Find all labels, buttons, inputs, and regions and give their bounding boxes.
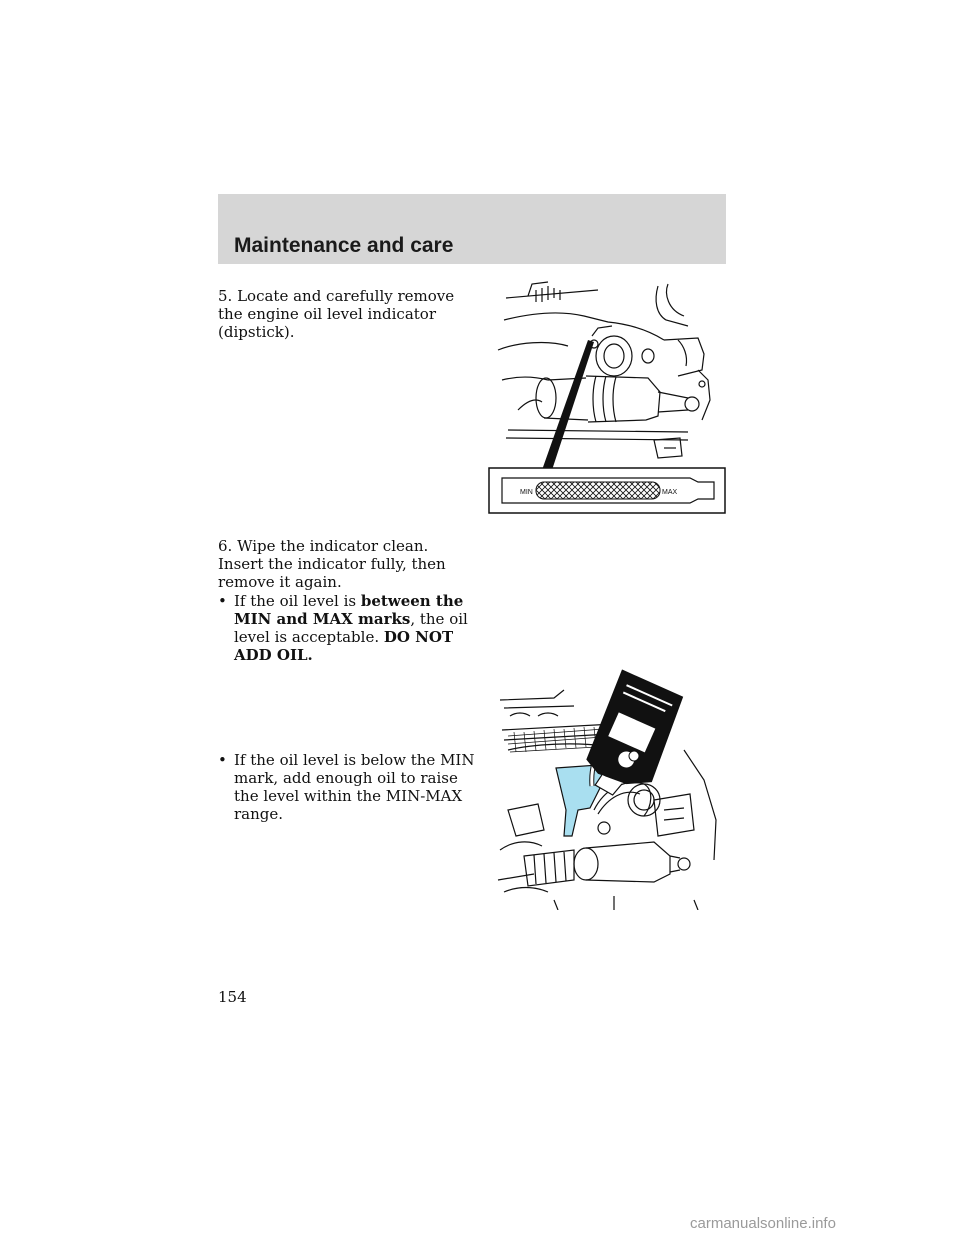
dipstick-max-label: MAX: [662, 489, 678, 496]
bullet-oil-acceptable: • If the oil level is between the MIN an…: [218, 592, 484, 664]
dipstick-location-figure: MIN MAX: [488, 280, 728, 516]
section-header: Maintenance and care: [218, 194, 726, 264]
engine-dipstick-illustration: MIN MAX: [488, 281, 726, 514]
page-number: 154: [218, 988, 247, 1006]
bullet-1-bold-b: DO NOT ADD OIL.: [234, 628, 454, 664]
watermark: carmanualsonline.info: [690, 1215, 836, 1232]
bullet-1-text-a: If the oil level is: [234, 592, 361, 610]
step-6: 6. Wipe the indicator clean. Insert the …: [218, 537, 468, 591]
bullet-1-text-b: , the oil level is acceptable.: [234, 610, 468, 646]
bullet-2-text: If the oil level is below the MIN mark, …: [234, 751, 475, 823]
step-5-text: 5. Locate and carefully remove the engin…: [218, 287, 455, 341]
step-6-text: 6. Wipe the indicator clean. Insert the …: [218, 537, 446, 591]
bullet-1-bold-a: between the MIN and MAX marks: [234, 592, 464, 628]
oil-pouring-illustration: [497, 669, 717, 911]
bullet-icon: •: [218, 592, 227, 610]
step-5: 5. Locate and carefully remove the engin…: [218, 287, 468, 341]
bullet-icon: •: [218, 751, 227, 769]
section-title: Maintenance and care: [234, 234, 454, 257]
dipstick-min-label: MIN: [520, 489, 533, 496]
bullet-add-oil: • If the oil level is below the MIN mark…: [218, 751, 484, 823]
add-oil-figure: [494, 660, 720, 911]
